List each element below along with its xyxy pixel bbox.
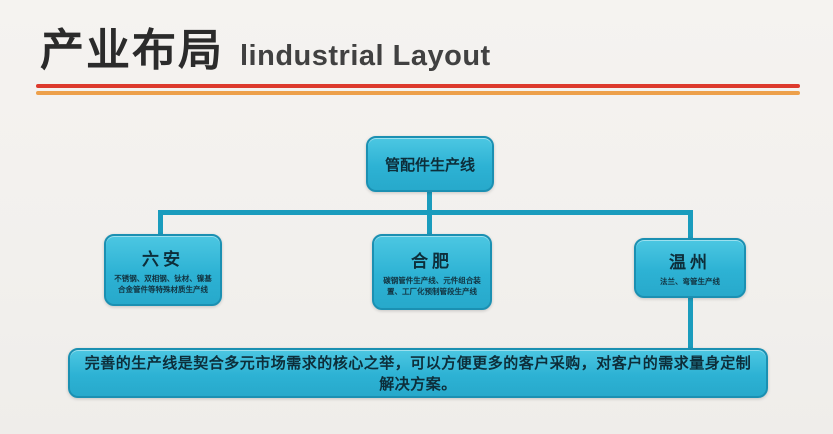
node-hefei-name: 合肥 bbox=[411, 251, 453, 271]
node-wenzhou-name: 温州 bbox=[669, 253, 711, 273]
node-hefei-desc: 碳钢管件生产线、元件组合装置、工厂化预制管段生产线 bbox=[383, 275, 481, 296]
root-node-pipe-fittings: 管配件生产线 bbox=[366, 136, 494, 192]
page-title-en: lindustrial Layout bbox=[240, 40, 491, 72]
divider-orange-line bbox=[36, 91, 800, 95]
connector-wenzhou-vertical bbox=[688, 213, 693, 241]
header: 产业布局 lindustrial Layout bbox=[40, 14, 491, 78]
connector-footer-vertical bbox=[688, 296, 693, 352]
divider-red-line bbox=[36, 84, 800, 88]
node-wenzhou: 温州 法兰、弯管生产线 bbox=[634, 238, 746, 298]
node-luan-desc: 不锈钢、双相钢、钛材、镍基合金管件等特殊材质生产线 bbox=[114, 273, 212, 294]
root-node-label: 管配件生产线 bbox=[384, 156, 475, 174]
node-luan-name: 六安 bbox=[142, 249, 184, 269]
page-title-cn: 产业布局 bbox=[40, 26, 224, 75]
node-hefei: 合肥 碳钢管件生产线、元件组合装置、工厂化预制管段生产线 bbox=[372, 234, 492, 310]
connector-horizontal-bar bbox=[158, 210, 693, 215]
node-wenzhou-desc: 法兰、弯管生产线 bbox=[660, 277, 720, 287]
connector-hefei-vertical bbox=[427, 213, 432, 237]
connector-luan-vertical bbox=[158, 213, 163, 237]
summary-text: 完善的生产线是契合多元市场需求的核心之举，可以方便更多的客户采购，对客户的需求量… bbox=[84, 355, 752, 393]
connector-root-vertical bbox=[427, 190, 432, 214]
summary-box: 完善的生产线是契合多元市场需求的核心之举，可以方便更多的客户采购，对客户的需求量… bbox=[68, 348, 768, 398]
node-luan: 六安 不锈钢、双相钢、钛材、镍基合金管件等特殊材质生产线 bbox=[104, 234, 222, 306]
